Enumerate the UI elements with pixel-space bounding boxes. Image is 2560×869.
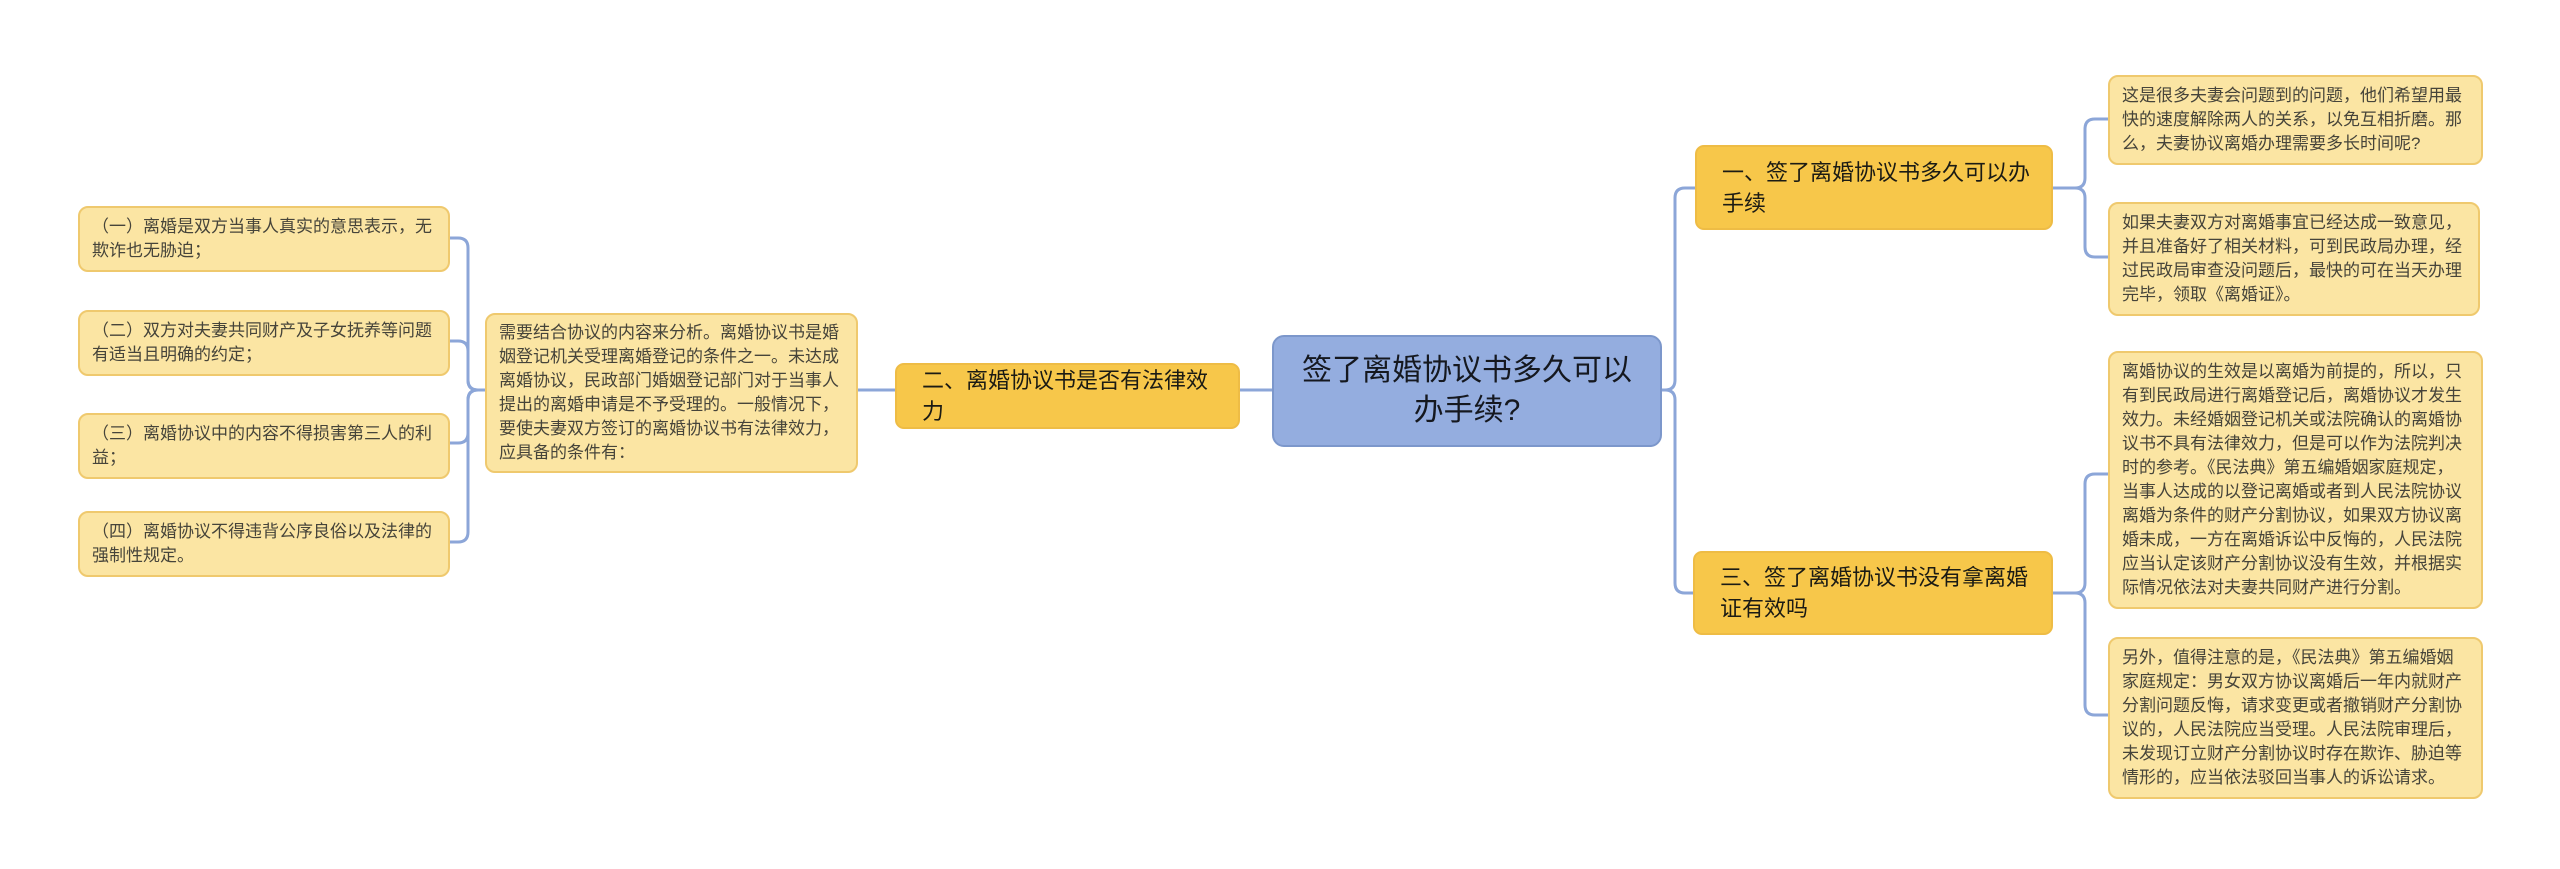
connector-header1-to-leaf1 — [2051, 117, 2110, 190]
branch-3-header[interactable]: 三、签了离婚协议书没有拿离婚证有效吗 — [1693, 551, 2053, 635]
leaf-condition-1[interactable]: （一）离婚是双方当事人真实的意思表示，无欺诈也无胁迫； — [78, 206, 450, 272]
branch-2-header[interactable]: 二、离婚协议书是否有法律效力 — [895, 363, 1240, 429]
center-topic[interactable]: 签了离婚协议书多久可以办手续? — [1272, 335, 1662, 447]
branch-1-header[interactable]: 一、签了离婚协议书多久可以办手续 — [1695, 145, 2053, 230]
connector-note-to-leaf2 — [448, 339, 487, 392]
leaf-condition-4[interactable]: （四）离婚协议不得违背公序良俗以及法律的强制性规定。 — [78, 511, 450, 577]
connector-note-to-leaf1 — [448, 236, 487, 392]
leaf-branch3-note[interactable]: 另外，值得注意的是，《民法典》第五编婚姻家庭规定：男女双方协议离婚后一年内就财产… — [2108, 637, 2483, 799]
connector-center-to-header1 — [1660, 186, 1697, 392]
leaf-branch3-validity[interactable]: 离婚协议的生效是以离婚为前提的，所以，只有到民政局进行离婚登记后，离婚协议才发生… — [2108, 351, 2483, 609]
leaf-branch1-procedure[interactable]: 如果夫妻双方对离婚事宜已经达成一致意见，并且准备好了相关材料，可到民政局办理，经… — [2108, 202, 2480, 316]
connector-note-to-leaf3 — [448, 388, 487, 445]
connector-header3-to-leaf2 — [2051, 591, 2110, 717]
leaf-condition-2[interactable]: （二）双方对夫妻共同财产及子女抚养等问题有适当且明确的约定； — [78, 310, 450, 376]
connector-header1-to-leaf2 — [2051, 186, 2110, 259]
connector-header3-to-leaf1 — [2051, 472, 2110, 595]
connector-center-to-header3 — [1660, 388, 1695, 595]
connector-note-to-leaf4 — [448, 388, 487, 544]
leaf-condition-3[interactable]: （三）离婚协议中的内容不得损害第三人的利益； — [78, 413, 450, 479]
leaf-branch1-intro[interactable]: 这是很多夫妻会问题到的问题，他们希望用最快的速度解除两人的关系，以免互相折磨。那… — [2108, 75, 2483, 165]
leaf-branch2-analysis-note[interactable]: 需要结合协议的内容来分析。离婚协议书是婚姻登记机关受理离婚登记的条件之一。未达成… — [485, 313, 858, 473]
